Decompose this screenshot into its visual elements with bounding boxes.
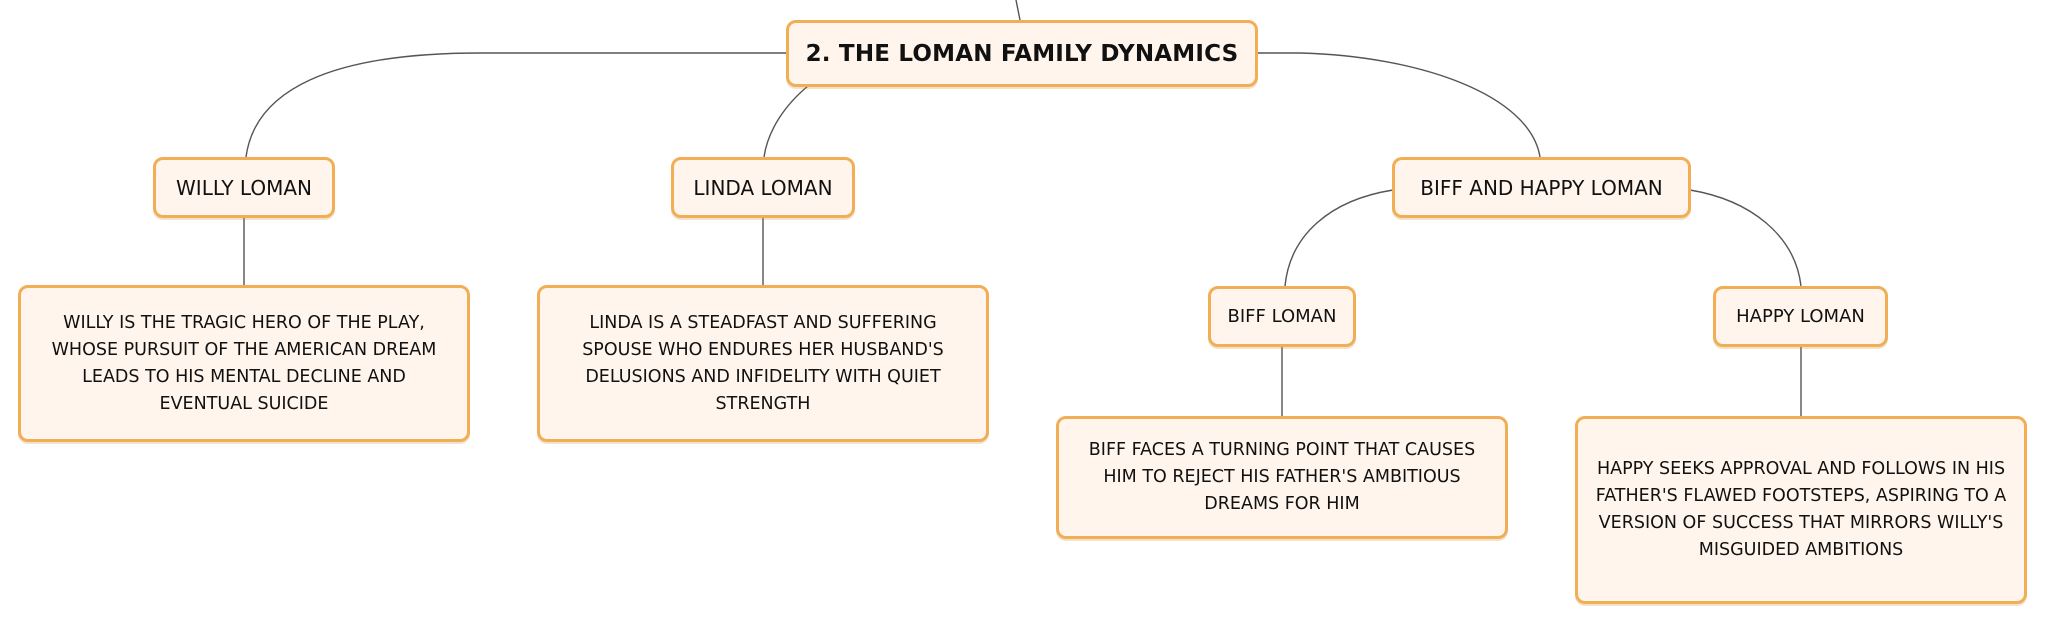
biff-loman-label: BIFF LOMAN [1227, 306, 1337, 327]
connector-sons-biff [1284, 189, 1394, 287]
biff-loman-node[interactable]: BIFF LOMAN [1208, 286, 1356, 347]
connector-sons-happy [1689, 189, 1802, 287]
happy-loman-label: HAPPY LOMAN [1736, 306, 1865, 327]
connector-root-linda [763, 85, 809, 158]
biff-loman-description-node[interactable]: BIFF FACES A TURNING POINT THAT CAUSES H… [1056, 416, 1508, 539]
biff-and-happy-loman-label: BIFF AND HAPPY LOMAN [1420, 175, 1663, 200]
willy-loman-description-node[interactable]: WILLY IS THE TRAGIC HERO OF THE PLAY, WH… [18, 285, 470, 442]
connector-root-willy [245, 52, 786, 158]
connector-root-sons [1258, 52, 1541, 158]
willy-loman-label: WILLY LOMAN [176, 175, 312, 200]
biff-and-happy-loman-node[interactable]: BIFF AND HAPPY LOMAN [1392, 157, 1691, 218]
happy-loman-node[interactable]: HAPPY LOMAN [1713, 286, 1888, 347]
biff-loman-description: BIFF FACES A TURNING POINT THAT CAUSES H… [1088, 440, 1476, 514]
happy-loman-description-node[interactable]: HAPPY SEEKS APPROVAL AND FOLLOWS IN HIS … [1575, 416, 2027, 604]
willy-loman-description: WILLY IS THE TRAGIC HERO OF THE PLAY, WH… [51, 312, 437, 414]
linda-loman-label: LINDA LOMAN [693, 175, 833, 200]
connector-incoming-root [1015, 0, 1021, 21]
linda-loman-description: LINDA IS A STEADFAST AND SUFFERING SPOUS… [582, 312, 944, 414]
root-topic-label: 2. THE LOMAN FAMILY DYNAMICS [805, 40, 1239, 67]
happy-loman-description: HAPPY SEEKS APPROVAL AND FOLLOWS IN HIS … [1595, 459, 2007, 560]
root-topic-node[interactable]: 2. THE LOMAN FAMILY DYNAMICS [786, 20, 1258, 87]
linda-loman-description-node[interactable]: LINDA IS A STEADFAST AND SUFFERING SPOUS… [537, 285, 989, 442]
willy-loman-node[interactable]: WILLY LOMAN [153, 157, 335, 218]
linda-loman-node[interactable]: LINDA LOMAN [671, 157, 855, 218]
